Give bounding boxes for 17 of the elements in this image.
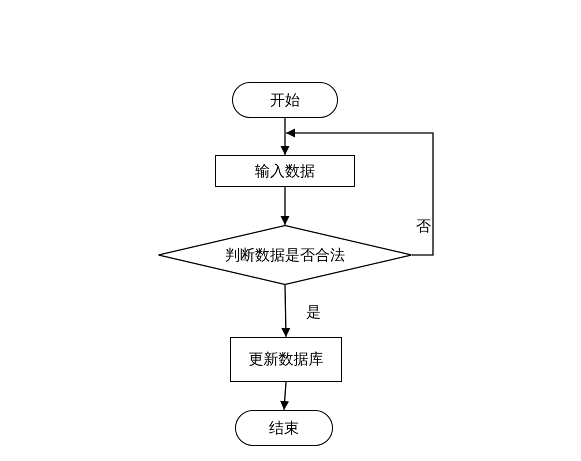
edge-label: 否: [415, 217, 432, 236]
arrow: [280, 187, 290, 225]
terminal-shape: [235, 410, 333, 446]
edge-label: 是: [305, 303, 322, 322]
arrow: [286, 128, 434, 256]
node-label: 更新数据库: [248, 350, 324, 369]
process-box: [230, 337, 342, 382]
terminal-shape: [232, 82, 338, 118]
node-label: 开始: [270, 90, 300, 110]
node-label: 结束: [269, 418, 299, 438]
arrow: [280, 382, 290, 410]
node-label: 判断数据是否合法: [225, 246, 345, 264]
decision-diamond: [158, 225, 412, 285]
node-label: 输入数据: [255, 162, 315, 180]
arrow: [280, 118, 290, 155]
process-box: [215, 155, 355, 187]
arrow: [281, 284, 290, 338]
